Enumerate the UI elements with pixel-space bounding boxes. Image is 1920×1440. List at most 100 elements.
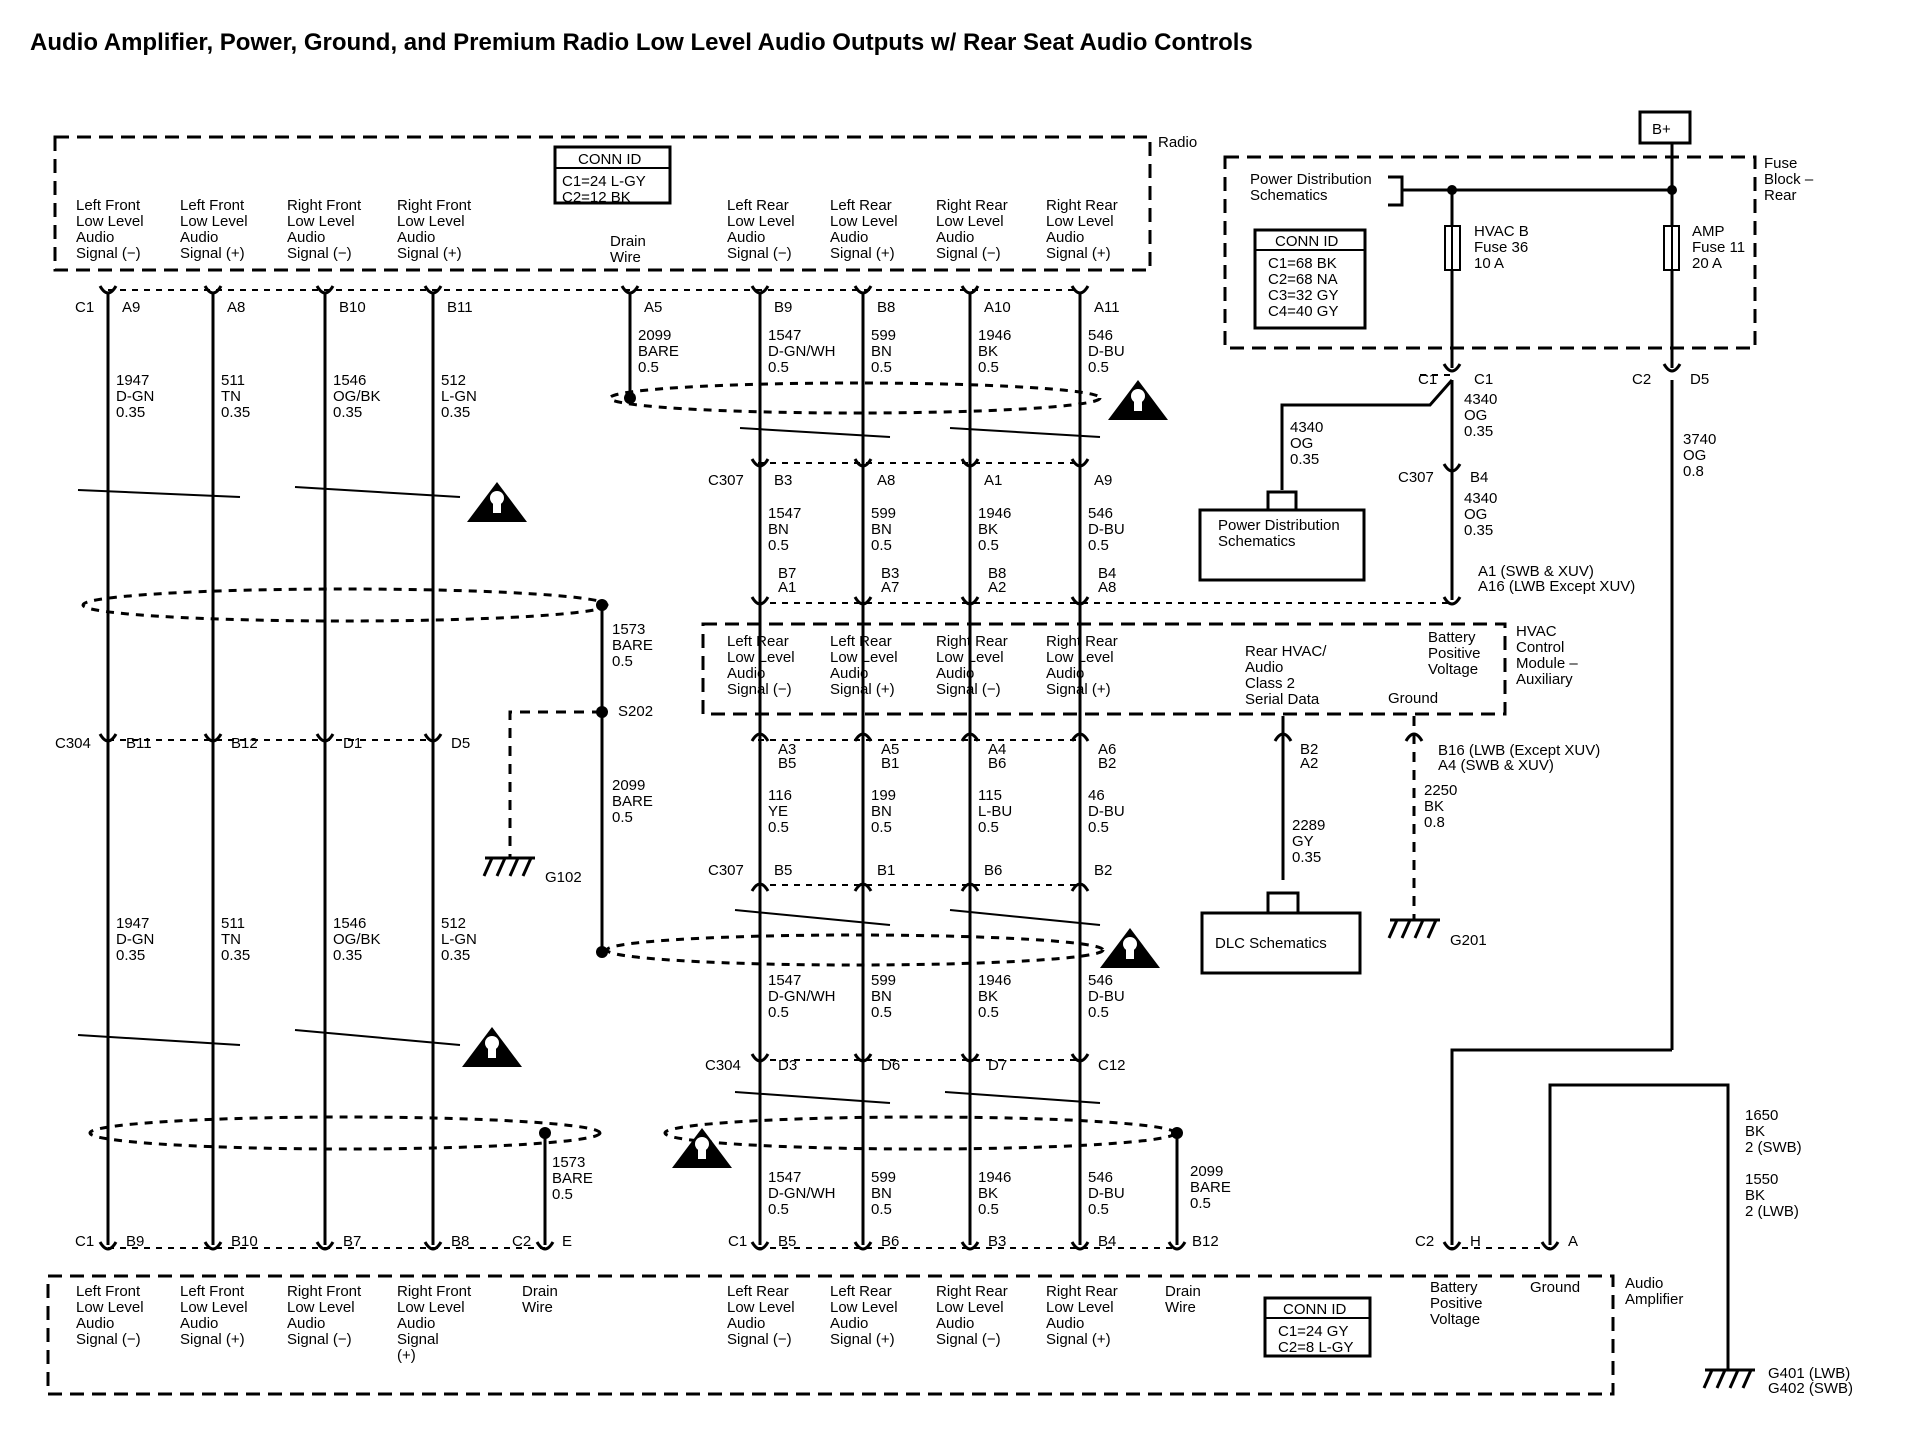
amp-pin-label: Signal xyxy=(397,1331,439,1348)
wire-label: 115 xyxy=(978,787,1002,804)
wire-label: 0.5 xyxy=(871,359,892,376)
connector-terminal xyxy=(1070,458,1090,468)
terminal-label: B2 xyxy=(1094,862,1112,879)
connector-cups xyxy=(98,285,1682,1251)
wire-label: BK xyxy=(1745,1187,1765,1204)
fuse-block-name: Block – xyxy=(1764,171,1814,188)
terminal-label: A16 (LWB Except XUV) xyxy=(1478,578,1635,595)
terminal-label: A8 xyxy=(1098,579,1116,596)
terminal-label: B3 xyxy=(774,472,792,489)
wire-label: 0.5 xyxy=(1088,537,1109,554)
wire-label: 1947 xyxy=(116,372,149,389)
connector-terminal xyxy=(853,596,873,606)
terminal-label: D1 xyxy=(343,735,362,752)
wire-label: 4340 xyxy=(1290,419,1323,436)
amp-pin-label: Drain xyxy=(1165,1283,1201,1300)
wire-label: BARE xyxy=(552,1170,593,1187)
connector-terminal xyxy=(853,1241,873,1251)
connector-terminal xyxy=(1442,1241,1462,1251)
connector-label: C2 xyxy=(1632,371,1651,388)
wire-label: 0.5 xyxy=(768,1201,789,1218)
connector-terminal xyxy=(960,1241,980,1251)
wire-label: 1550 xyxy=(1745,1171,1778,1188)
wire-label: 1573 xyxy=(612,621,645,638)
wire-label: 0.5 xyxy=(871,1201,892,1218)
terminal-label: A5 xyxy=(881,741,899,758)
hvac-pin-label: Low Level xyxy=(727,649,795,666)
hvac-pin-label: Left Rear xyxy=(727,633,789,650)
connector-terminal xyxy=(750,596,770,606)
terminal-label: B8 xyxy=(988,565,1006,582)
fuse-block-name: Fuse xyxy=(1764,155,1797,172)
radio-pin-label: Low Level xyxy=(397,213,465,230)
wire-label: 0.5 xyxy=(1190,1195,1211,1212)
hvac-module-name: Auxiliary xyxy=(1516,671,1573,688)
amp-pin-label: Audio xyxy=(76,1315,114,1332)
dlc-label: DLC Schematics xyxy=(1215,935,1327,952)
wire-label: 0.5 xyxy=(978,1004,999,1021)
radio-pin-label: Signal (−) xyxy=(727,245,792,262)
connector-terminal xyxy=(960,732,980,742)
wire-label: 0.5 xyxy=(768,819,789,836)
wire-label: 1947 xyxy=(116,915,149,932)
connector-terminal xyxy=(853,882,873,892)
radio-pin-label: Left Rear xyxy=(830,197,892,214)
amp-pin-label: Positive xyxy=(1430,1295,1483,1312)
hvac-pin-label: Right Rear xyxy=(1046,633,1118,650)
amp-pin-label: (+) xyxy=(397,1347,416,1364)
wire-label: 0.8 xyxy=(1683,463,1704,480)
hvac-pin-label: Positive xyxy=(1428,645,1481,662)
wire-label: 2099 xyxy=(612,777,645,794)
radio-outline xyxy=(53,135,1152,272)
hvac-pin-label: Audio xyxy=(727,665,765,682)
wire-label: 0.35 xyxy=(1464,423,1493,440)
radio-pin-label: Audio xyxy=(727,229,765,246)
ground-symbols xyxy=(482,856,1755,1389)
connector-label: C307 xyxy=(708,472,744,489)
connector-terminal xyxy=(853,285,873,295)
connector-terminal xyxy=(960,1053,980,1063)
connector-terminal xyxy=(98,733,118,743)
terminal-label: A1 xyxy=(984,472,1002,489)
wire-label: 1547 xyxy=(768,1169,801,1186)
hvac-pin-label: Signal (−) xyxy=(727,681,792,698)
amp-pin-label: Voltage xyxy=(1430,1311,1480,1328)
wire-label: BARE xyxy=(638,343,679,360)
diagram-title: Audio Amplifier, Power, Ground, and Prem… xyxy=(30,29,1253,56)
wire-label: BN xyxy=(871,521,892,538)
connector-label: C2 xyxy=(512,1233,531,1250)
radio-pin-label: Right Rear xyxy=(1046,197,1118,214)
pds-label: Power Distribution xyxy=(1218,517,1340,534)
wire-label: 0.5 xyxy=(978,359,999,376)
hvac-pin-label: Signal (+) xyxy=(830,681,895,698)
wire-label: 0.5 xyxy=(612,653,633,670)
connector-label: C304 xyxy=(705,1057,741,1074)
terminal-label: B9 xyxy=(126,1233,144,1250)
radio-pin-label: Right Front xyxy=(287,197,362,214)
terminal-label: E xyxy=(562,1233,572,1250)
amp-pin-label: Audio xyxy=(180,1315,218,1332)
fuse-label: Fuse 11 xyxy=(1692,239,1745,256)
terminal-label: A11 xyxy=(1094,299,1120,316)
terminal-label: B12 xyxy=(231,735,258,752)
wire-label: 0.5 xyxy=(978,537,999,554)
connector-terminal xyxy=(960,596,980,606)
terminal-label: A8 xyxy=(227,299,245,316)
radio-pin-label: Audio xyxy=(180,229,218,246)
wire-label: 512 xyxy=(441,372,466,389)
terminal-label: A6 xyxy=(1098,741,1116,758)
connector-terminal xyxy=(1070,1053,1090,1063)
terminal-label: B2 xyxy=(1300,741,1318,758)
fuse-label: AMP xyxy=(1692,223,1725,240)
b-plus-box xyxy=(1638,110,1692,145)
terminal-label: B11 xyxy=(126,735,152,752)
terminal-label: B2 xyxy=(1098,755,1116,772)
wire-label: 2 (LWB) xyxy=(1745,1203,1799,1220)
terminal-label: A1 xyxy=(778,579,796,596)
terminal-label: A1 (SWB & XUV) xyxy=(1478,563,1594,580)
wire-label: 0.5 xyxy=(612,809,633,826)
wire-label: 46 xyxy=(1088,787,1105,804)
terminal-label: B6 xyxy=(984,862,1002,879)
terminal-label: B16 (LWB (Except XUV) xyxy=(1438,742,1600,759)
